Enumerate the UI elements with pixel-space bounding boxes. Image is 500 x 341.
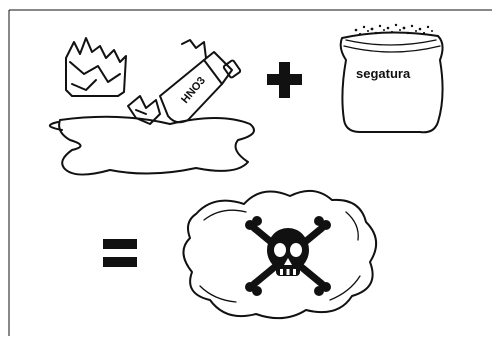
acid-bottle-icon: HNO3: [160, 40, 241, 122]
bottle-label: HNO3: [179, 75, 208, 106]
equals-icon: [103, 239, 137, 267]
bag-label: segatura: [356, 66, 411, 81]
acid-spill-icon: [50, 117, 254, 175]
plus-icon: [267, 62, 302, 98]
skull-and-crossbones-icon: [245, 216, 331, 296]
broken-glass-icon: [66, 38, 126, 96]
sawdust-bag-icon: segatura: [341, 24, 443, 132]
